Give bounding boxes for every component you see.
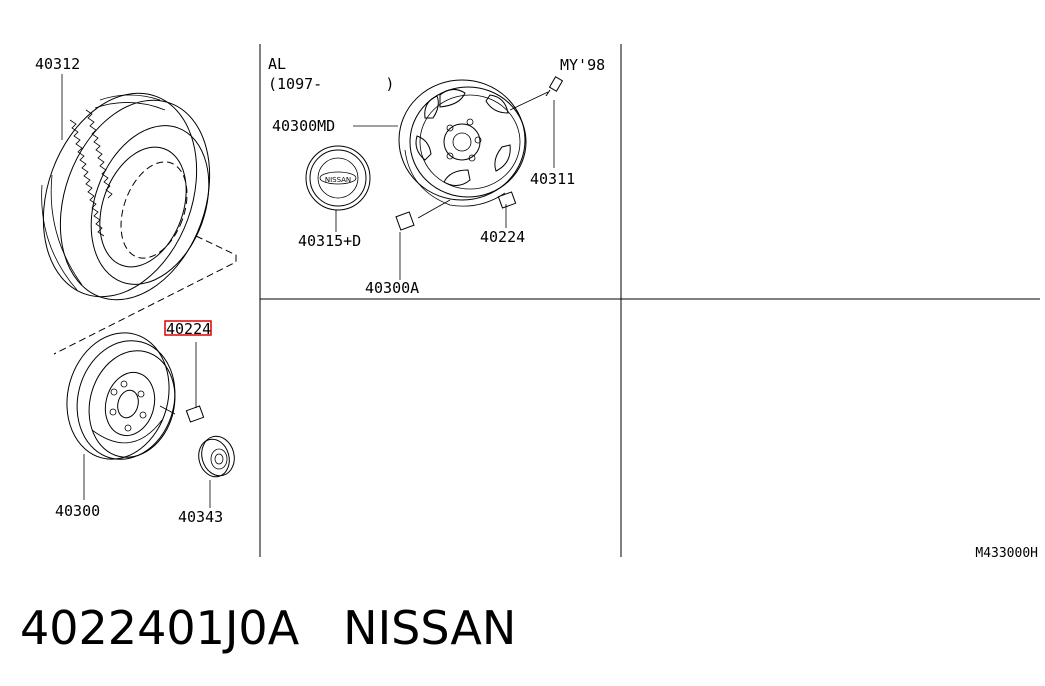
label-al-variant: AL [268,55,286,73]
label-center-cap[interactable]: 40315+D [298,232,361,250]
label-wheel[interactable]: 40300 [55,502,100,520]
highlight-box [164,320,212,336]
label-model-year: MY'98 [560,56,605,74]
label-valve[interactable]: 40300A [365,279,419,297]
tire-drawing[interactable] [16,72,236,321]
wheel-bolt-drawing[interactable] [545,76,564,97]
footer-title: 4022401J0A NISSAN [20,596,516,660]
label-tire[interactable]: 40312 [35,55,80,73]
tire-wheel-guide [53,235,237,355]
center-cap-logo: NISSAN [325,176,351,184]
label-wheel-bolt[interactable]: 40311 [530,170,575,188]
label-al-serial: (1097- ) [268,75,394,93]
brand-name: NISSAN [343,601,517,655]
center-cap-drawing[interactable]: NISSAN [305,145,371,211]
valve-drawing[interactable] [395,211,415,231]
alloy-wheel-drawing[interactable] [398,79,527,207]
part-number: 4022401J0A [20,601,300,655]
label-hub-cap[interactable]: 40343 [178,508,223,526]
wheel-nut-steel[interactable] [159,342,205,423]
parts-diagram: NISSAN 40312 40224 40300 40343 AL (1097-… [16,44,1040,561]
wheel-nut-alloy[interactable] [497,191,517,209]
label-nut-alloy[interactable]: 40224 [480,228,525,246]
hub-cap-drawing[interactable] [83,433,239,508]
label-alloy-wheel[interactable]: 40300MD [272,117,335,135]
diagram-frame [259,44,1040,557]
steel-wheel-drawing[interactable] [53,321,188,471]
alloy-leaders [335,91,555,280]
label-diagram-code: M433000H [975,546,1038,561]
label-nut-highlighted[interactable]: 40224 [166,320,211,338]
